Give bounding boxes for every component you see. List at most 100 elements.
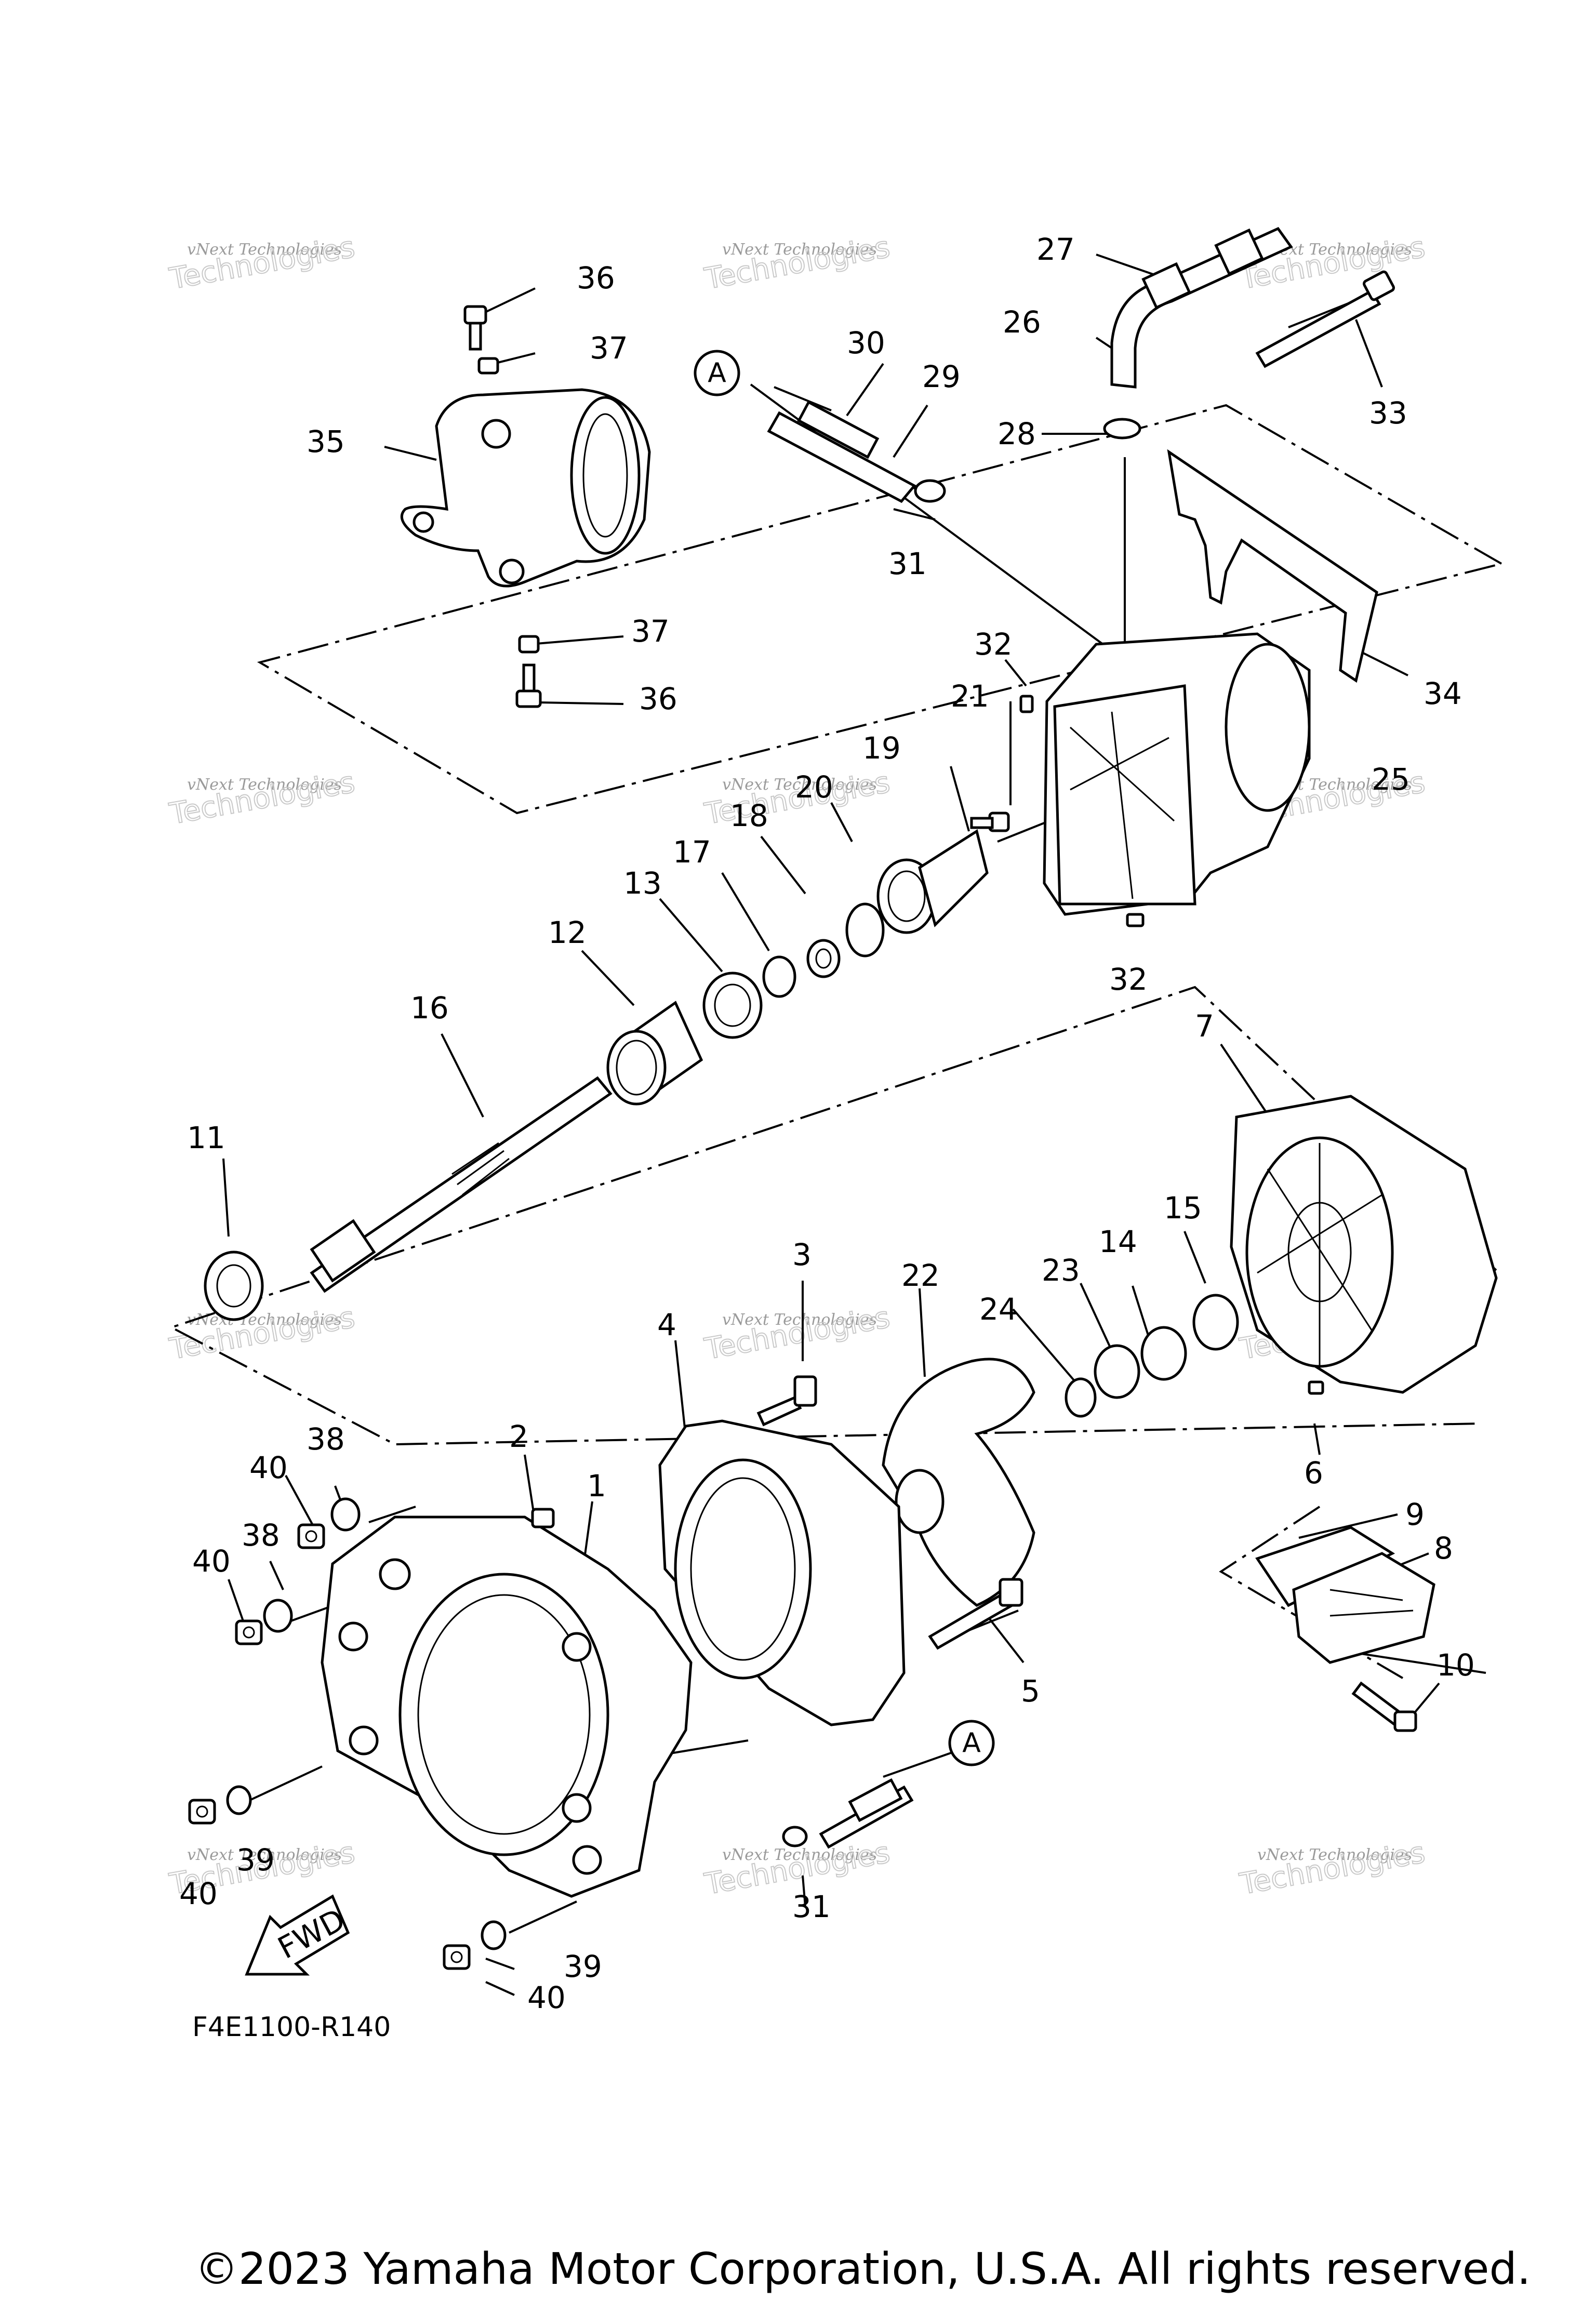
callout-20: 20 [795, 769, 833, 805]
part-2-pin [531, 1508, 555, 1528]
part-5-bolt [928, 1578, 1023, 1650]
part-29-30-cable [767, 400, 916, 503]
part-36-bolt-bottom [515, 663, 542, 708]
callout-40: 40 [192, 1544, 231, 1579]
fwd-arrow-icon: FWD [245, 1894, 351, 1976]
part-15-seal [1192, 1294, 1239, 1351]
callout-38: 38 [307, 1421, 345, 1457]
callout-5: 5 [1021, 1673, 1040, 1709]
callout-11: 11 [187, 1120, 225, 1155]
part-1-base [321, 1515, 693, 1898]
callout-8: 8 [1434, 1531, 1453, 1566]
part-40-nut [235, 1619, 263, 1645]
callout-22: 22 [901, 1258, 940, 1293]
callout-3: 3 [792, 1237, 812, 1272]
part-40-nut [443, 1944, 471, 1970]
part-22-impeller [882, 1358, 1035, 1607]
part-39-washer [481, 1920, 507, 1950]
callout-1: 1 [587, 1468, 606, 1504]
part-19-cap [876, 829, 989, 934]
callout-4: 4 [657, 1307, 676, 1342]
part-39-washer [226, 1785, 252, 1815]
callout-39: 39 [236, 1842, 275, 1878]
watermark-text: vNext Technologies [722, 241, 877, 259]
watermark-text: vNext Technologies [722, 1311, 877, 1329]
leader-lines [222, 254, 1486, 1996]
callout-16: 16 [410, 990, 449, 1026]
part-32-pin-bottom [1126, 913, 1145, 927]
callout-32: 32 [1109, 962, 1148, 997]
callout-37: 37 [590, 330, 628, 366]
part-21-bolt [970, 812, 1010, 832]
watermark-text: vNext Technologies [722, 776, 877, 794]
part-34-plate [1167, 449, 1378, 683]
part-38-washer [330, 1497, 361, 1532]
callout-35: 35 [307, 424, 345, 459]
part-3-bolt [756, 1375, 817, 1427]
part-17-washer [762, 955, 796, 998]
part-4-duct [658, 1419, 906, 1726]
part-37-collar-bottom [518, 635, 540, 654]
callout-24: 24 [979, 1292, 1018, 1327]
part-28-clamp [1103, 418, 1141, 440]
callout-36: 36 [577, 260, 615, 296]
callout-29: 29 [922, 359, 961, 394]
callout-38: 38 [242, 1518, 280, 1553]
parts: FWD A A [188, 227, 1498, 1976]
callout-labels: 36 37 35 37 36 30 29 31 27 26 28 33 34 3… [179, 232, 1475, 2015]
part-33-long-bolt [1255, 270, 1395, 368]
callout-40: 40 [527, 1980, 566, 2015]
watermark-text: vNext Technologies [187, 776, 342, 794]
callout-33: 33 [1369, 395, 1407, 431]
callout-17: 17 [673, 834, 711, 870]
part-38-washer [263, 1599, 293, 1633]
callout-23: 23 [1042, 1253, 1080, 1288]
diagram-code: F4E1100-R140 [192, 2012, 391, 2043]
part-24-o-ring [1065, 1377, 1097, 1418]
part-14-bearing [1140, 1326, 1187, 1381]
callout-7: 7 [1195, 1008, 1214, 1044]
watermark-text: vNext Technologies [722, 1846, 877, 1864]
reference-letter: A [708, 357, 726, 389]
callout-14: 14 [1099, 1224, 1137, 1259]
part-25-pump-housing [1043, 632, 1311, 916]
part-13-bearing [702, 972, 763, 1039]
part-40-nut [188, 1799, 216, 1825]
part-10-bolt [1351, 1681, 1417, 1732]
callout-26: 26 [1003, 304, 1041, 340]
part-26-27-hose [1110, 227, 1293, 389]
part-7-impeller-housing [1230, 1095, 1498, 1394]
callout-34: 34 [1424, 676, 1462, 711]
part-12-sleeve [606, 1001, 703, 1106]
part-8-grate [1292, 1552, 1435, 1664]
part-37-collar-top [477, 357, 499, 375]
callout-18: 18 [730, 798, 768, 833]
watermark-text: vNext Technologies [187, 1846, 342, 1864]
part-31-clip-top [914, 479, 946, 503]
callout-32: 32 [974, 627, 1013, 662]
callout-28: 28 [998, 416, 1036, 451]
callout-39: 39 [564, 1949, 602, 1984]
part-16-shaft [310, 1076, 613, 1293]
callout-25: 25 [1372, 762, 1410, 797]
part-32-pin-top [1019, 695, 1034, 713]
callout-30: 30 [847, 325, 885, 361]
part-6-pin [1308, 1380, 1324, 1395]
callout-19: 19 [862, 730, 901, 766]
part-20-o-ring [845, 902, 885, 957]
part-11-bearing [204, 1251, 264, 1321]
callout-2: 2 [509, 1419, 528, 1454]
part-18-nut [806, 939, 841, 978]
callout-27: 27 [1036, 232, 1075, 267]
part-23-ring [1094, 1344, 1140, 1399]
callout-13: 13 [623, 866, 662, 901]
part-40-nut [297, 1523, 325, 1549]
reference-letter: A [962, 1727, 981, 1759]
part-9-gasket [1255, 1526, 1395, 1607]
reference-marker-bottom: A [948, 1720, 995, 1766]
callout-12: 12 [548, 915, 587, 950]
callout-40: 40 [249, 1450, 288, 1485]
callout-9: 9 [1405, 1497, 1425, 1532]
callout-40: 40 [179, 1876, 218, 1911]
